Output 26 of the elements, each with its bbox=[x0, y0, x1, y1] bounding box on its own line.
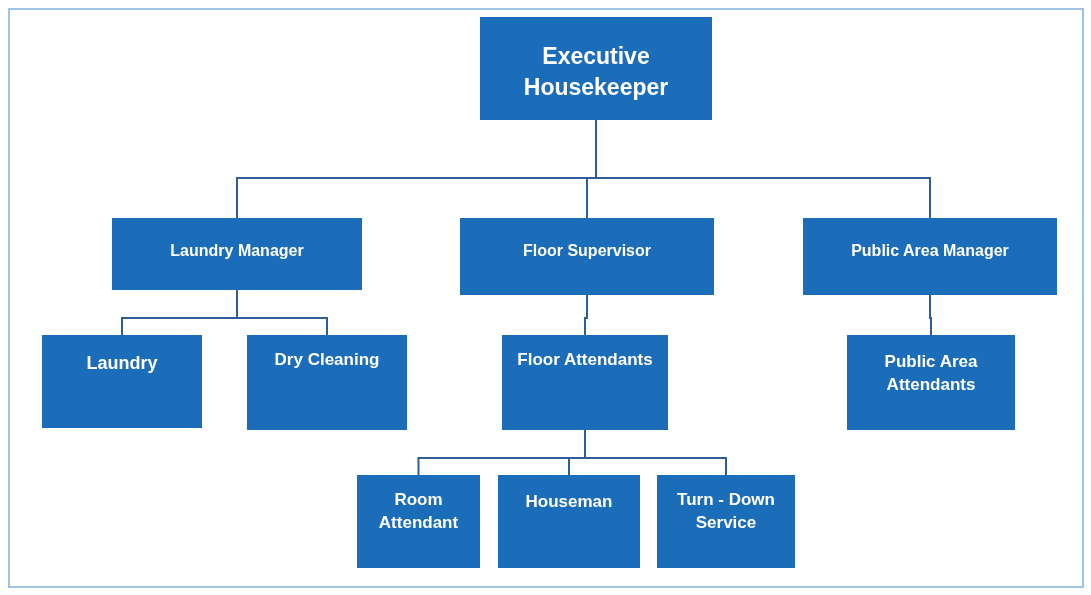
connector-line bbox=[236, 289, 328, 336]
role-title: Public Area Manager bbox=[851, 241, 1009, 261]
role-box bbox=[112, 218, 362, 290]
connector-line bbox=[929, 294, 932, 336]
role-box bbox=[357, 475, 480, 568]
role-box bbox=[657, 475, 795, 568]
role-title: Laundry Manager bbox=[170, 241, 304, 261]
role-title: Executive Housekeeper bbox=[522, 42, 670, 103]
role-title: Room Attendant bbox=[377, 489, 460, 534]
role-title: Floor Attendants bbox=[517, 349, 653, 371]
role-title: Public Area Attendants bbox=[883, 351, 979, 396]
role-title: Laundry bbox=[86, 352, 158, 375]
role-box bbox=[247, 335, 407, 430]
role-title: Houseman bbox=[525, 491, 613, 513]
connector-line bbox=[584, 429, 727, 476]
role-title: Floor Supervisor bbox=[523, 241, 651, 261]
role-box bbox=[803, 218, 1057, 295]
role-box bbox=[498, 475, 640, 568]
role-box bbox=[460, 218, 714, 295]
role-box bbox=[847, 335, 1015, 430]
role-box bbox=[502, 335, 668, 430]
role-box bbox=[42, 335, 202, 428]
role-title: Turn - Down Service bbox=[676, 489, 776, 534]
role-box bbox=[480, 17, 712, 120]
connector-line bbox=[584, 294, 588, 336]
role-title: Dry Cleaning bbox=[274, 349, 380, 371]
